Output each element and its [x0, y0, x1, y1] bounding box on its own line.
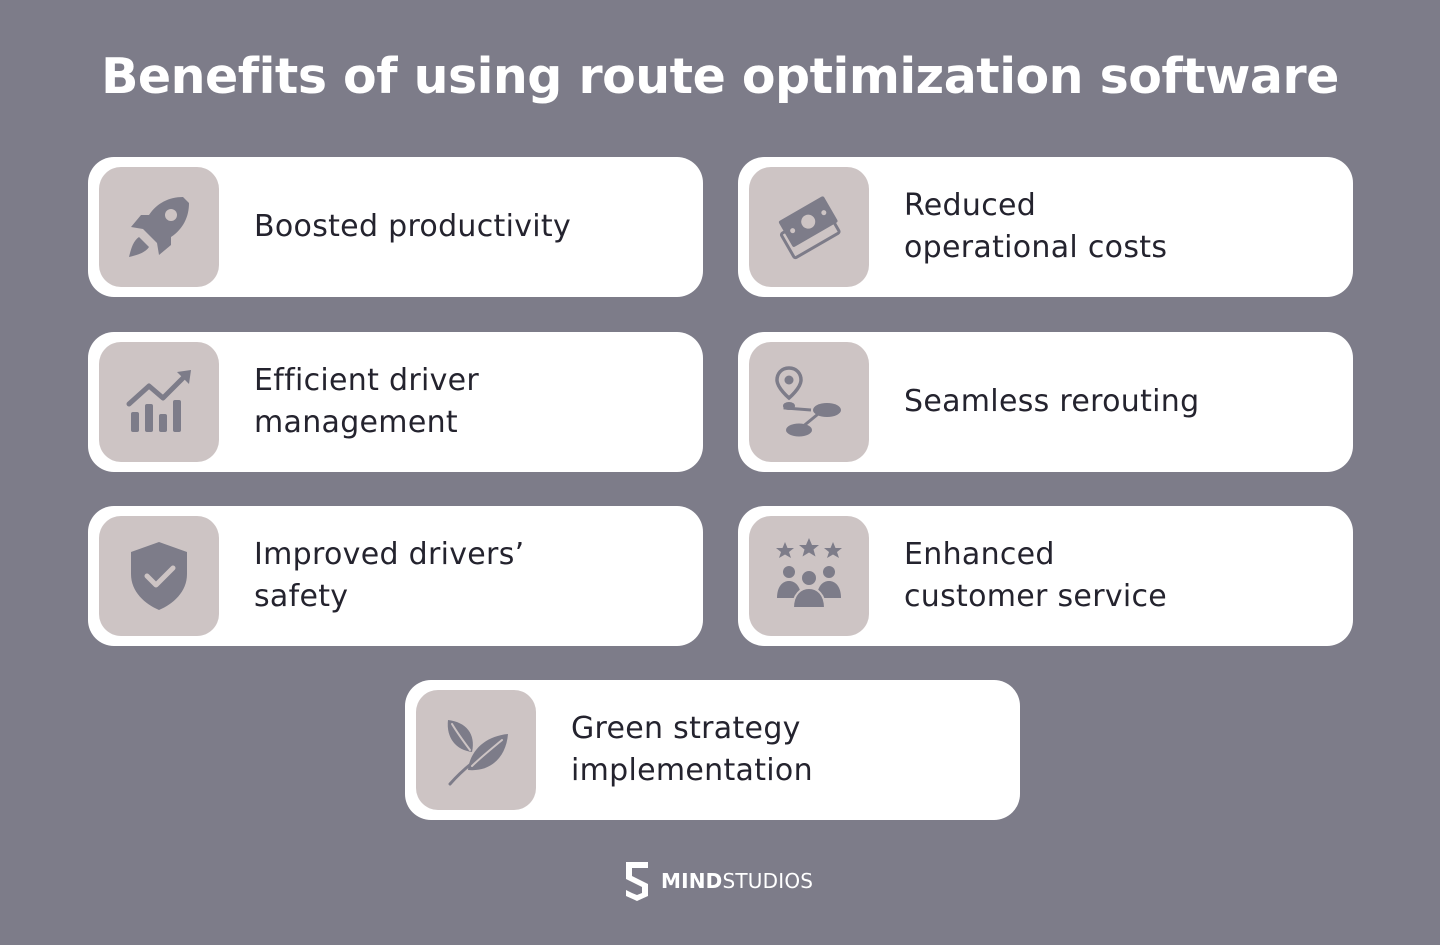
benefit-card-green-strategy: Green strategy implementation [405, 680, 1020, 820]
benefit-label-line1: Enhanced [904, 537, 1055, 572]
benefit-label: Efficient driver management [254, 332, 674, 472]
brand-logo: MINDSTUDIOS [622, 860, 813, 902]
page-title: Benefits of using route optimization sof… [101, 48, 1339, 105]
brand-name: MINDSTUDIOS [661, 869, 813, 893]
benefit-label-line1: Green strategy [571, 711, 801, 746]
customers-stars-icon [776, 538, 842, 609]
rocket-icon [129, 197, 189, 257]
mindstudios-logo-icon [626, 862, 648, 901]
benefit-card-boosted-productivity: Boosted productivity [88, 157, 703, 297]
brand-name-bold: MIND [661, 869, 723, 893]
growth-chart-icon [126, 370, 191, 432]
benefit-label: Reduced operational costs [904, 157, 1324, 297]
benefit-card-seamless-rerouting: Seamless rerouting [738, 332, 1353, 472]
benefit-label: Green strategy implementation [571, 680, 991, 820]
benefit-label: Improved drivers’ safety [254, 506, 674, 646]
benefit-label-line2: safety [254, 579, 349, 614]
benefit-label-line2: operational costs [904, 230, 1168, 265]
benefit-label: Boosted productivity [254, 157, 674, 297]
benefit-icon-box [749, 516, 869, 636]
benefit-icon-box [416, 690, 536, 810]
benefit-label: Enhanced customer service [904, 506, 1324, 646]
leaf-icon [447, 720, 508, 786]
benefit-label-line1: Boosted productivity [254, 209, 572, 244]
benefit-label-line2: management [254, 405, 458, 440]
benefit-card-driver-safety: Improved drivers’ safety [88, 506, 703, 646]
benefit-icon-box [749, 342, 869, 462]
benefit-icon-box [99, 516, 219, 636]
benefit-label-line1: Improved drivers’ [254, 537, 525, 572]
benefit-label-line2: customer service [904, 579, 1168, 614]
benefit-card-customer-service: Enhanced customer service [738, 506, 1353, 646]
benefit-icon-box [749, 167, 869, 287]
benefit-card-driver-management: Efficient driver management [88, 332, 703, 472]
benefit-label-line1: Reduced [904, 188, 1037, 223]
benefit-icon-box [99, 342, 219, 462]
benefit-label-line1: Efficient driver [254, 363, 480, 398]
benefit-label-line2: implementation [571, 753, 813, 788]
benefit-label-line1: Seamless rerouting [904, 384, 1200, 419]
benefit-label: Seamless rerouting [904, 332, 1324, 472]
shield-check-icon [131, 542, 187, 610]
route-pin-icon [775, 366, 841, 437]
brand-name-regular: STUDIOS [722, 869, 814, 893]
money-icon [778, 196, 841, 260]
benefit-card-reduced-costs: Reduced operational costs [738, 157, 1353, 297]
benefit-icon-box [99, 167, 219, 287]
